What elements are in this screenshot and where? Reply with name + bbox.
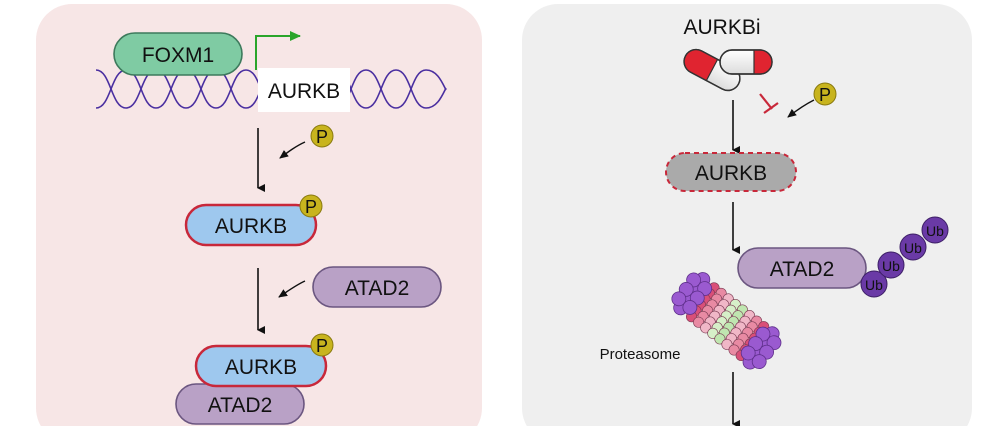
aurkb-inactive-label: AURKB: [695, 162, 767, 185]
ub-label-3: Ub: [904, 240, 922, 256]
proteasome-rings: [671, 272, 782, 370]
phospho-label-3: P: [316, 336, 328, 356]
atad2-partner-pill: [312, 266, 442, 308]
inhibition-bar-icon: [759, 93, 779, 114]
phospho-label-2: P: [305, 197, 317, 217]
transcription-arrow: [255, 31, 301, 70]
ub-label-1: Ub: [865, 277, 883, 293]
aurkb-complex-pill: [194, 344, 328, 388]
foxm1-label: FOXM1: [142, 44, 214, 67]
ub-circle-2: [877, 251, 905, 279]
phosphorylation-curl-arrow: [279, 141, 306, 159]
aurkb-gene-label: AURKB: [268, 80, 340, 103]
right-panel: AURKBi P AURKB: [522, 4, 972, 431]
ub-circle-1: [860, 270, 888, 298]
proteasome-icon: [671, 272, 782, 370]
proteasome-cap-bead: [682, 300, 698, 315]
aurkb-gene-box: [258, 68, 350, 112]
atad2-substrate-label: ATAD2: [770, 258, 835, 281]
phospho-circle-1: [310, 124, 334, 148]
aurkb-inactive-pill: [665, 152, 797, 192]
aurkb-phospho-label: AURKB: [215, 215, 287, 238]
binding-curl-arrow: [278, 280, 306, 298]
proteasome-cap-bead: [751, 354, 767, 370]
left-panel: AURKB FOXM1 P AURKB P ATAD2 ATAD2 AURKB …: [36, 4, 482, 431]
capsule-icon-red: [683, 48, 741, 92]
capsule-icon-white: [719, 49, 773, 75]
proteasome-label: Proteasome: [600, 346, 681, 363]
phospho-circle-3: [310, 333, 334, 357]
phospho-label-right: P: [819, 85, 831, 105]
atad2-complex-label: ATAD2: [208, 394, 273, 417]
phospho-circle-right: [813, 82, 837, 106]
atad2-partner-label: ATAD2: [345, 277, 410, 300]
aurkbi-label: AURKBi: [683, 16, 760, 39]
ub-circle-4: [921, 216, 949, 244]
ub-circle-3: [899, 233, 927, 261]
ub-label-2: Ub: [882, 258, 900, 274]
foxm1-pill: [113, 32, 243, 76]
aurkb-phospho-pill: [184, 203, 318, 247]
phosphorylation-curl-arrow-right: [787, 99, 815, 118]
phospho-label-1: P: [316, 127, 328, 147]
phospho-circle-2: [299, 194, 323, 218]
right-panel-background: [522, 4, 972, 431]
aurkb-complex-label: AURKB: [225, 356, 297, 379]
atad2-substrate-pill: [737, 247, 867, 289]
ubiquitin-chain: Ub Ub Ub Ub: [860, 216, 949, 298]
ub-label-4: Ub: [926, 223, 944, 239]
